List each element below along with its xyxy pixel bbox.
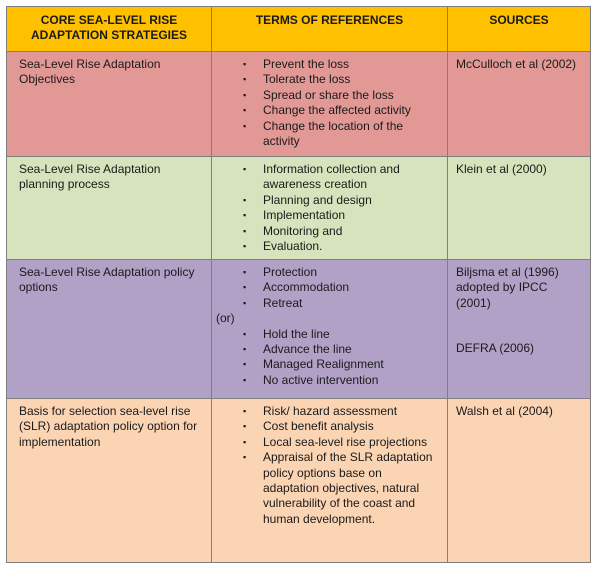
terms-cell: Information collection and awareness cre… xyxy=(211,156,448,260)
list-item: Tolerate the loss xyxy=(212,72,441,88)
terms-list: Information collection and awareness cre… xyxy=(212,157,447,255)
list-item: Hold the line xyxy=(212,327,441,343)
list-item: Spread or share the loss xyxy=(212,88,441,104)
strategy-cell: Sea-Level Rise Adaptation policy options xyxy=(6,259,212,399)
adaptation-strategies-table: CORE SEA-LEVEL RISE ADAPTATION STRATEGIE… xyxy=(6,6,591,563)
list-item: Change the location of the activity xyxy=(212,119,441,150)
list-item: Appraisal of the SLR adaptation policy o… xyxy=(212,450,441,527)
table-row-policy-options: Sea-Level Rise Adaptation policy options… xyxy=(6,259,591,399)
list-item: Prevent the loss xyxy=(212,57,441,73)
strategy-cell: Sea-Level Rise Adaptation Objectives xyxy=(6,51,212,157)
header-row: CORE SEA-LEVEL RISE ADAPTATION STRATEGIE… xyxy=(6,6,591,52)
header-strategies: CORE SEA-LEVEL RISE ADAPTATION STRATEGIE… xyxy=(6,6,212,52)
list-item: No active intervention xyxy=(212,373,441,389)
sources-cell: McCulloch et al (2002) xyxy=(447,51,591,157)
list-item: Managed Realignment xyxy=(212,357,441,373)
list-item: Evaluation. xyxy=(212,239,441,255)
terms-cell: Protection Accommodation Retreat (or) Ho… xyxy=(211,259,448,399)
terms-list: Risk/ hazard assessment Cost benefit ana… xyxy=(212,399,447,527)
header-sources: SOURCES xyxy=(447,6,591,52)
table-row-objectives: Sea-Level Rise Adaptation Objectives Pre… xyxy=(6,51,591,157)
list-item: Accommodation xyxy=(212,280,441,296)
list-item: Advance the line xyxy=(212,342,441,358)
table-row-planning: Sea-Level Rise Adaptation planning proce… xyxy=(6,156,591,260)
terms-list: Protection Accommodation Retreat (or) Ho… xyxy=(212,260,447,389)
sources-cell: Walsh et al (2004) xyxy=(447,398,591,563)
terms-cell: Prevent the loss Tolerate the loss Sprea… xyxy=(211,51,448,157)
list-item: Monitoring and xyxy=(212,224,441,240)
list-item: Change the affected activity xyxy=(212,103,441,119)
list-item: Planning and design xyxy=(212,193,441,209)
list-item: Retreat xyxy=(212,296,441,312)
list-item: Protection xyxy=(212,265,441,281)
terms-list: Prevent the loss Tolerate the loss Sprea… xyxy=(212,52,447,149)
table-row-selection-basis: Basis for selection sea-level rise (SLR)… xyxy=(6,398,591,563)
source-text: DEFRA (2006) xyxy=(456,341,535,356)
list-item: Risk/ hazard assessment xyxy=(212,404,441,420)
list-item: Implementation xyxy=(212,208,441,224)
sources-cell: Biljsma et al (1996) adopted by IPCC (20… xyxy=(447,259,591,399)
header-terms: TERMS OF REFERENCES xyxy=(211,6,448,52)
terms-cell: Risk/ hazard assessment Cost benefit ana… xyxy=(211,398,448,563)
list-item: Local sea-level rise projections xyxy=(212,435,441,451)
sources-cell: Klein et al (2000) xyxy=(447,156,591,260)
list-item: Information collection and awareness cre… xyxy=(212,162,441,193)
strategy-cell: Basis for selection sea-level rise (SLR)… xyxy=(6,398,212,563)
strategy-cell: Sea-Level Rise Adaptation planning proce… xyxy=(6,156,212,260)
list-item: Cost benefit analysis xyxy=(212,419,441,435)
source-text: Biljsma et al (1996) adopted by IPCC (20… xyxy=(456,265,559,310)
list-separator: (or) xyxy=(216,311,235,326)
